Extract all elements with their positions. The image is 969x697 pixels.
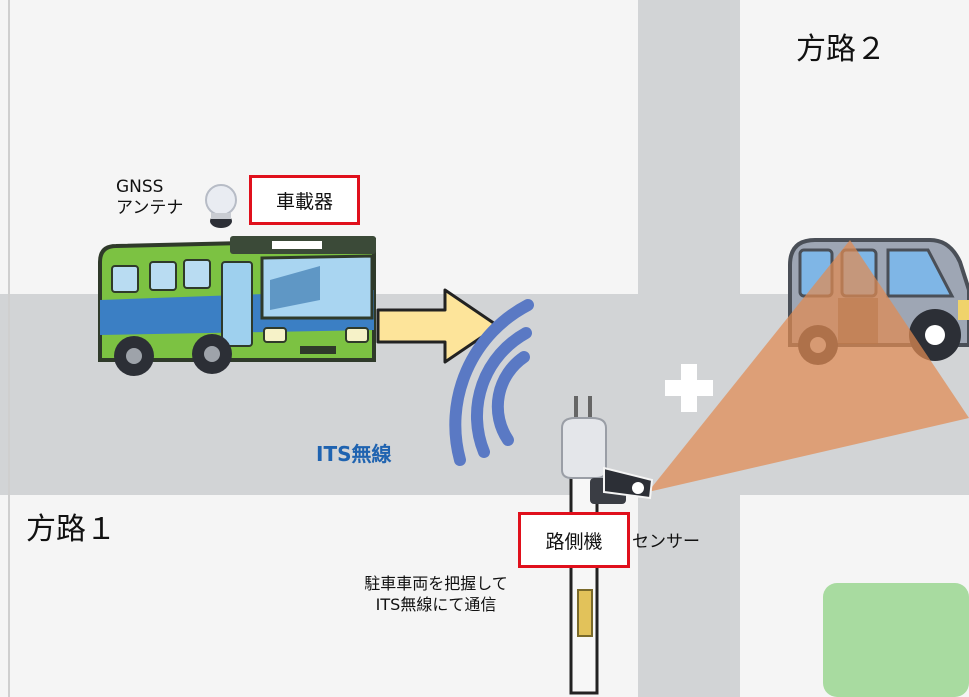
bus (98, 236, 376, 376)
road-1-label: 方路１ (26, 512, 116, 547)
caption-line-1: 駐車車両を把握して (364, 574, 508, 593)
sensor-camera-icon (590, 466, 654, 504)
plus-marker-icon (665, 364, 713, 412)
caption-note: 駐車車両を把握して ITS無線にて通信 (316, 573, 556, 615)
gnss-antenna-icon (205, 184, 237, 228)
caption-line-2: ITS無線にて通信 (375, 595, 497, 614)
roadside-unit-icon (561, 396, 607, 479)
sensor-cone (648, 240, 969, 492)
radio-waves-icon (449, 299, 534, 466)
roadside-unit-label: 路側機 (518, 512, 630, 568)
road-vertical (638, 0, 740, 697)
antenna-label: アンテナ (116, 198, 184, 218)
onboard-unit-text: 車載器 (275, 190, 333, 213)
road-2-label: 方路２ (796, 32, 886, 67)
direction-arrow-icon (376, 288, 500, 364)
its-radio-label: ITS無線 (316, 442, 392, 466)
onboard-unit-label: 車載器 (249, 175, 360, 225)
edge-line (8, 0, 10, 697)
sensor-label: センサー (632, 532, 700, 552)
green-area (823, 583, 969, 697)
gnss-label: GNSS (116, 177, 164, 197)
roadside-unit-text: 路側機 (545, 530, 603, 553)
